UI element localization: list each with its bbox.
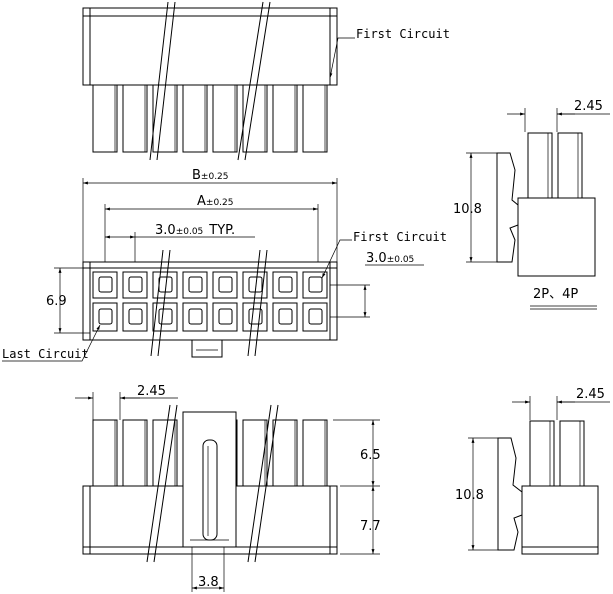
dim-side-height-bottom: 10.8 bbox=[455, 488, 484, 503]
side-view-top: 2.45 10.8 2P、4P bbox=[453, 99, 610, 310]
dim-latch-width: 3.8 bbox=[198, 575, 219, 590]
cavities-bottom-row bbox=[92, 302, 328, 332]
variant-label: 2P、4P bbox=[533, 287, 578, 302]
first-circuit-label-mid: First Circuit bbox=[353, 230, 447, 244]
front-view-housing bbox=[82, 261, 338, 341]
top-view-pins bbox=[92, 84, 328, 153]
dim-bottom-lower: 7.7 bbox=[360, 519, 381, 534]
bottom-view: 2.45 bbox=[75, 384, 381, 592]
dim-bottom-upper: 6.5 bbox=[360, 448, 381, 463]
dim-b-label: B±0.25 bbox=[192, 168, 229, 183]
dim-bottom-pitch: 2.45 bbox=[137, 384, 166, 399]
dim-side-height-top: 10.8 bbox=[453, 202, 482, 217]
top-view: First Circuit bbox=[82, 1, 450, 161]
dim-side-width-bottom: 2.45 bbox=[576, 387, 605, 402]
last-circuit-label: Last Circuit bbox=[2, 347, 89, 361]
side-view-bottom: 2.45 10.8 bbox=[455, 387, 610, 555]
dim-height-front: 6.9 bbox=[46, 294, 67, 309]
dim-row-pitch: 3.0±0.05 bbox=[366, 251, 414, 266]
dim-side-width-top: 2.45 bbox=[574, 99, 603, 114]
front-view-latch bbox=[191, 339, 223, 358]
cavities-top-row bbox=[92, 271, 328, 299]
dim-a-label: A±0.25 bbox=[197, 194, 234, 209]
first-circuit-label-top: First Circuit bbox=[356, 27, 450, 41]
top-view-housing bbox=[82, 7, 338, 86]
